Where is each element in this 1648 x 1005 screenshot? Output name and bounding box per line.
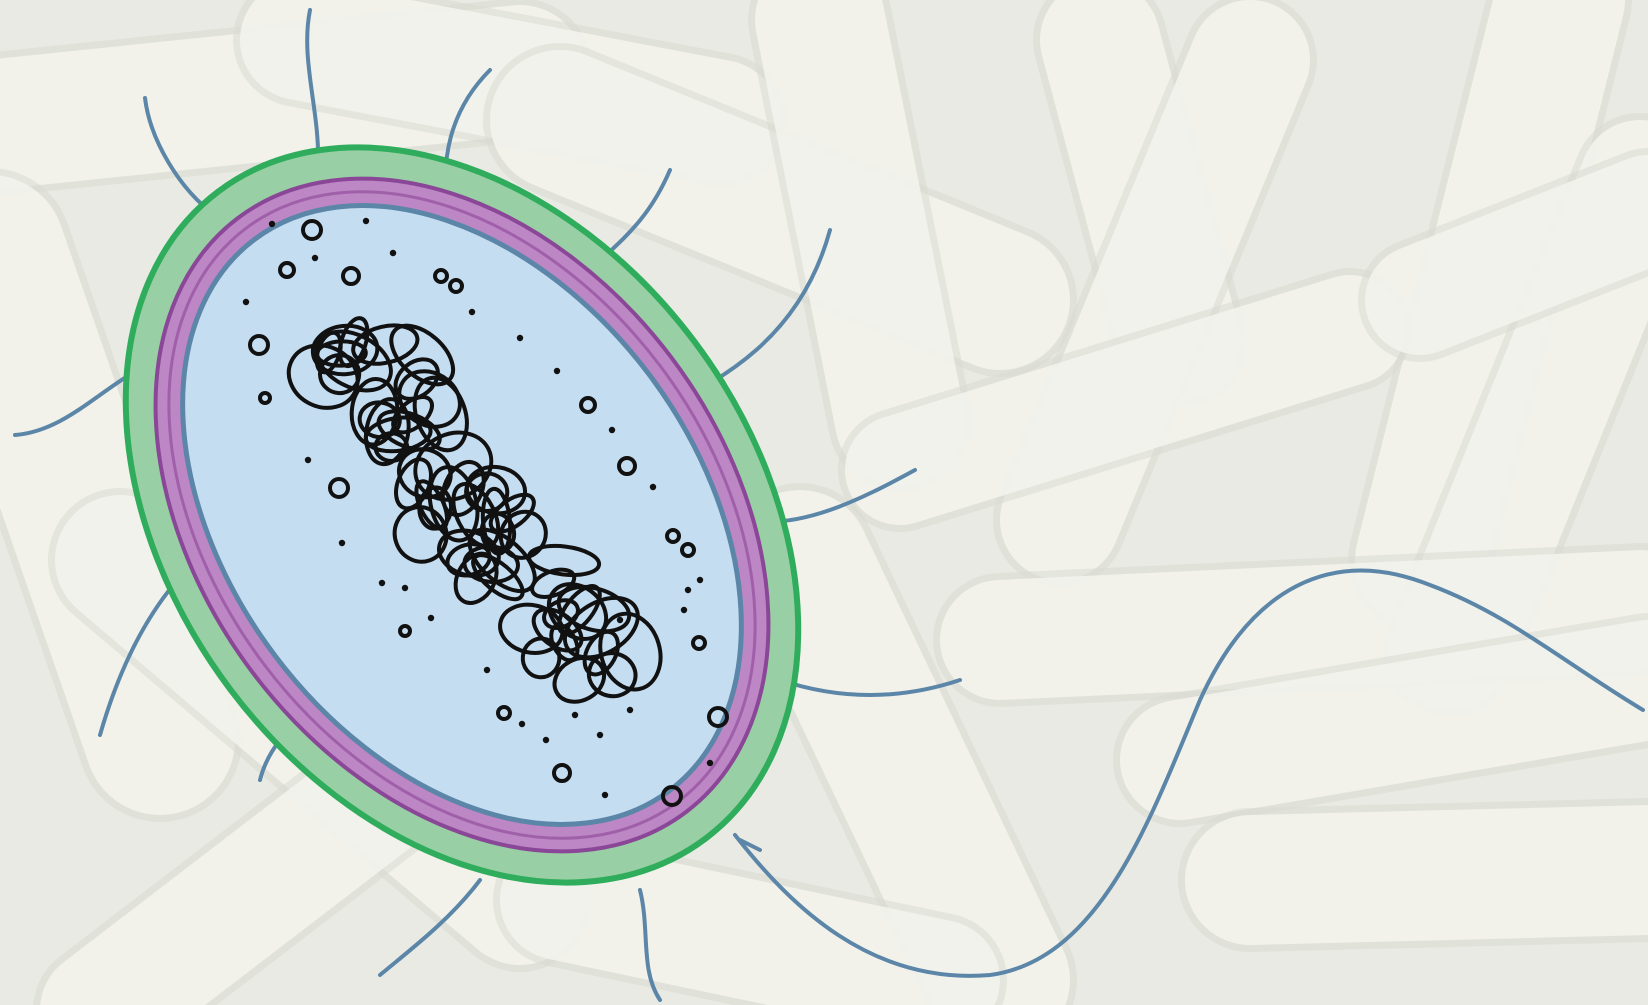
ribosome-dot — [685, 587, 691, 593]
ribosome-dot — [390, 250, 396, 256]
ribosome-dot — [707, 760, 713, 766]
ribosome-dot — [402, 585, 408, 591]
ribosome-dot — [609, 427, 615, 433]
ribosome-dot — [243, 299, 249, 305]
ribosome-dot — [379, 580, 385, 586]
ribosome-dot — [543, 737, 549, 743]
background-rod — [1180, 680, 1648, 760]
ribosome-dot — [469, 309, 475, 315]
ribosome-dot — [269, 221, 275, 227]
ribosome-dot — [339, 540, 345, 546]
background-rod — [1250, 870, 1648, 880]
ribosome-dot — [519, 721, 525, 727]
background-rod — [820, 20, 900, 420]
ribosome-dot — [650, 484, 656, 490]
ribosome-dot — [627, 707, 633, 713]
ribosome-dot — [602, 792, 608, 798]
ribosome-dot — [312, 255, 318, 261]
ribosome-dot — [572, 712, 578, 718]
background-rod — [560, 900, 940, 980]
ribosome-dot — [681, 607, 687, 613]
ribosome-dot — [517, 335, 523, 341]
ribosome-dot — [617, 617, 623, 623]
ribosome-dot — [363, 218, 369, 224]
ribosome-dot — [305, 457, 311, 463]
ribosome-dot — [697, 577, 703, 583]
ribosome-dot — [597, 732, 603, 738]
ribosome-dot — [554, 368, 560, 374]
ribosome-dot — [428, 615, 434, 621]
ribosome-dot — [484, 667, 490, 673]
